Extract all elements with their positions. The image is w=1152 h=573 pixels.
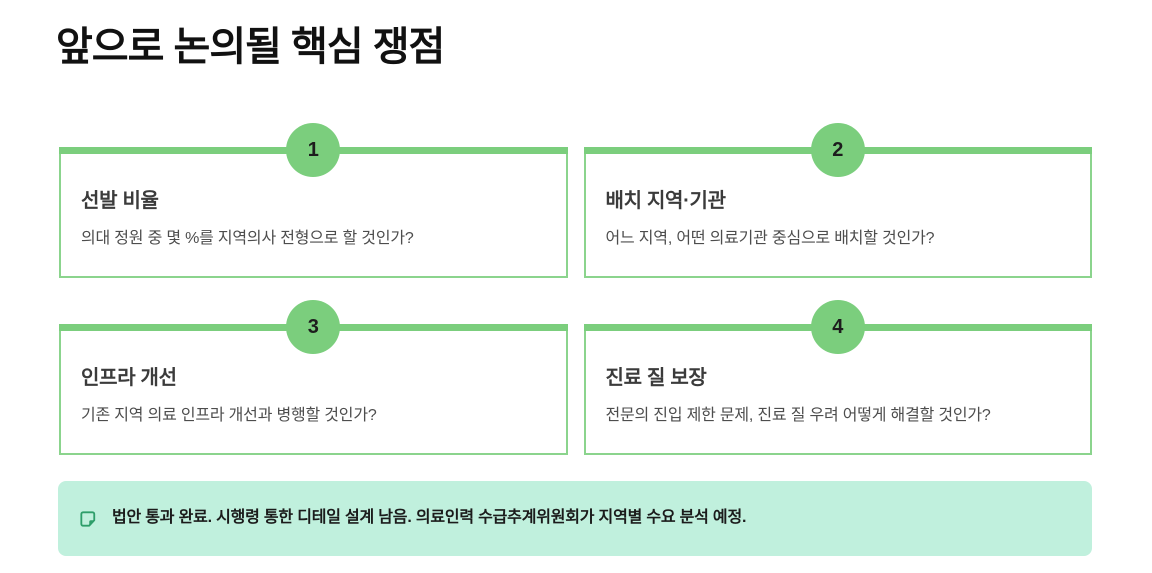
- summary-note: 법안 통과 완료. 시행령 통한 디테일 설계 남음. 의료인력 수급추계위원회…: [58, 481, 1092, 556]
- issue-card-title: 인프라 개선: [81, 367, 177, 389]
- sticky-note-icon: [80, 510, 96, 527]
- issue-card-title: 배치 지역·기관: [605, 190, 727, 212]
- issue-number-badge: 2: [810, 123, 865, 177]
- issue-card-description: 기존 지역 의료 인프라 개선과 병행할 것인가?: [81, 407, 377, 424]
- issue-card-description: 의대 정원 중 몇 %를 지역의사 전형으로 할 것인가?: [81, 230, 414, 247]
- issue-card-4: 4 진료 질 보장 전문의 진입 제한 문제, 진료 질 우려 어떻게 해결할 …: [583, 300, 1092, 455]
- issue-card-2: 2 배치 지역·기관 어느 지역, 어떤 의료기관 중심으로 배치할 것인가?: [583, 123, 1092, 278]
- issue-card-title: 진료 질 보장: [605, 367, 707, 389]
- issue-number: 2: [832, 138, 844, 161]
- issue-card-description: 전문의 진입 제한 문제, 진료 질 우려 어떻게 해결할 것인가?: [605, 407, 991, 424]
- issue-number: 4: [832, 315, 844, 338]
- issue-card-3: 3 인프라 개선 기존 지역 의료 인프라 개선과 병행할 것인가?: [59, 300, 568, 455]
- issue-number: 1: [307, 138, 319, 161]
- issue-card-title: 선발 비율: [81, 190, 159, 212]
- summary-note-text: 법안 통과 완료. 시행령 통한 디테일 설계 남음. 의료인력 수급추계위원회…: [112, 509, 747, 527]
- issue-number-badge: 1: [286, 123, 341, 177]
- issue-number-badge: 4: [810, 300, 865, 354]
- issue-card-description: 어느 지역, 어떤 의료기관 중심으로 배치할 것인가?: [605, 230, 935, 247]
- issue-number: 3: [307, 315, 319, 338]
- issue-card-1: 1 선발 비율 의대 정원 중 몇 %를 지역의사 전형으로 할 것인가?: [59, 123, 568, 278]
- issue-number-badge: 3: [286, 300, 341, 354]
- issues-grid: 1 선발 비율 의대 정원 중 몇 %를 지역의사 전형으로 할 것인가? 2 …: [59, 123, 1092, 455]
- page-title: 앞으로 논의될 핵심 쟁점: [56, 25, 445, 69]
- card-body: 선발 비율 의대 정원 중 몇 %를 지역의사 전형으로 할 것인가?: [59, 154, 568, 278]
